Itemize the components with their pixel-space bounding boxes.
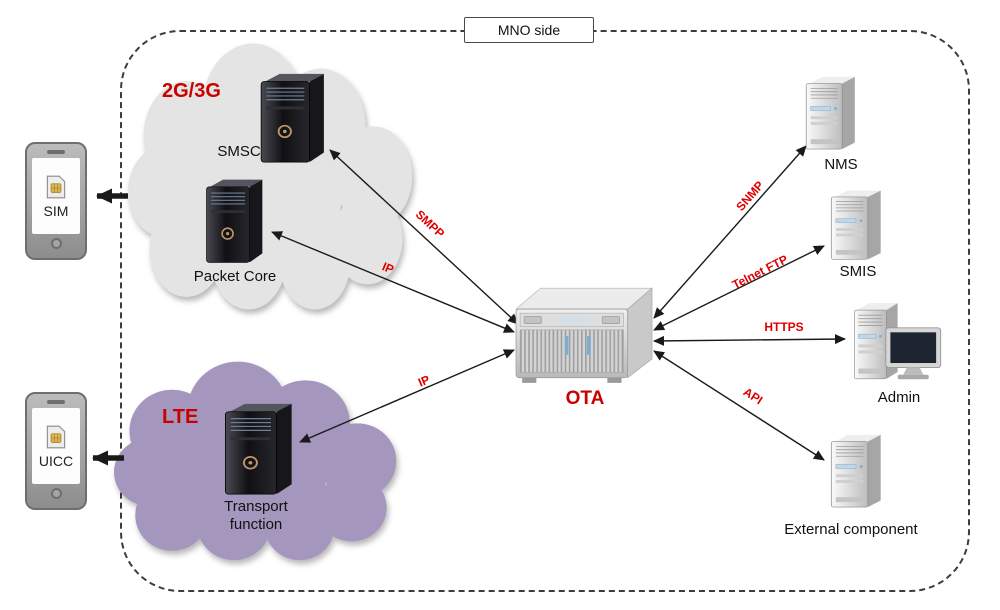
mno-side-label: MNO side — [464, 17, 594, 43]
phone-home-button — [50, 238, 62, 249]
uicc-device: UICC — [25, 392, 87, 510]
phone-speaker — [47, 400, 65, 404]
link-ota-admin — [653, 334, 846, 346]
link-smsc-ota — [329, 149, 519, 325]
phone-speaker — [47, 150, 65, 154]
mno-side-label-text: MNO side — [497, 22, 561, 38]
smis-server-icon — [824, 186, 888, 264]
link-ota-external — [653, 350, 825, 461]
link-transport-ota — [299, 349, 515, 443]
sim-device: SIM — [25, 142, 87, 260]
link-label-https: HTTPS — [764, 320, 804, 334]
ota-label: OTA — [565, 388, 605, 409]
admin-monitor-icon — [884, 326, 948, 382]
sim-device-label: SIM — [43, 202, 69, 219]
phone-home-button — [50, 488, 62, 499]
nms-label: NMS — [824, 156, 858, 173]
transport-function-server-icon — [220, 400, 296, 498]
external-component-server-icon — [824, 430, 888, 512]
phone-screen: SIM — [32, 158, 80, 234]
admin-label: Admin — [877, 389, 921, 406]
nms-server-icon — [799, 72, 862, 154]
packet-core-server-icon — [202, 176, 266, 266]
external-component-label: External component — [784, 521, 918, 538]
transport-function-label: Transport function — [224, 498, 288, 533]
sim-chip-icon — [43, 424, 69, 450]
link-packetcore-ota — [271, 231, 515, 333]
smis-label: SMIS — [839, 263, 877, 280]
smsc-label: SMSC — [217, 143, 261, 160]
ota-rack-server-icon — [512, 282, 654, 386]
2g3g-cloud-label: 2G/3G — [162, 80, 221, 102]
packet-core-label: Packet Core — [193, 268, 277, 285]
lte-cloud-label: LTE — [162, 406, 199, 428]
admin-workstation-icon — [848, 298, 950, 392]
uicc-device-label: UICC — [38, 452, 74, 469]
link-ota-smis — [653, 245, 825, 331]
phone-screen: UICC — [32, 408, 80, 484]
sim-chip-icon — [43, 174, 69, 200]
lte-cloud-shape — [114, 361, 397, 561]
